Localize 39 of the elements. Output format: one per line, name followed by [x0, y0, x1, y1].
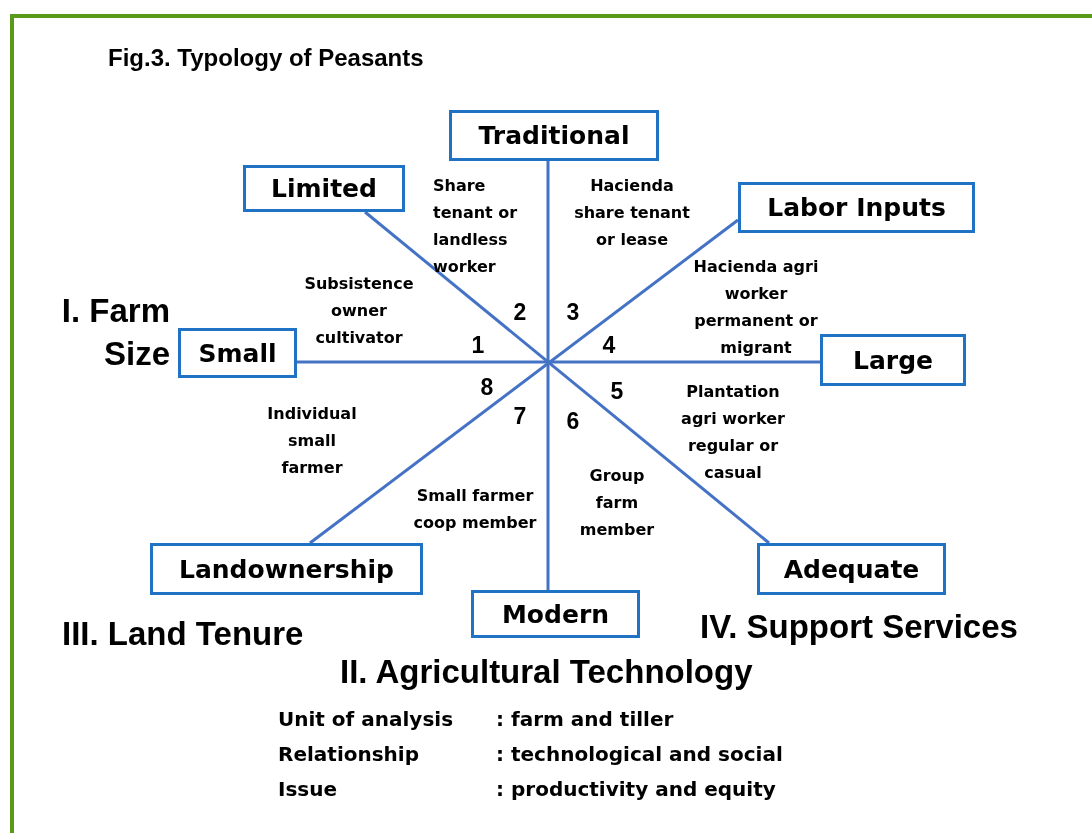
sector-number: 4	[601, 331, 617, 360]
table-cell-text: Unit of analysis	[278, 706, 454, 733]
table-cell-text: : farm and tiller	[496, 706, 674, 733]
category-box: Modern	[471, 590, 640, 638]
category-box: Limited	[243, 165, 405, 212]
axis-title: II. Agricultural Technology	[340, 652, 753, 692]
sector-text: Subsistence owner cultivator	[303, 273, 415, 349]
sector-number: 1	[470, 331, 486, 360]
sector-text: Small farmer coop member	[412, 485, 538, 534]
sector-text: Share tenant or landless worker	[433, 175, 519, 278]
sector-number: 5	[609, 377, 625, 406]
figure-title: Fig.3. Typology of Peasants	[108, 44, 424, 72]
category-box: Landownership	[150, 543, 423, 595]
axis-line	[364, 210, 770, 545]
axis-title: I. Farm Size	[60, 291, 170, 374]
category-box: Large	[820, 334, 966, 386]
axis-line	[309, 218, 739, 545]
axis-line	[297, 360, 820, 364]
sector-text: Hacienda agri worker permanent or migrant	[692, 256, 820, 359]
category-box: Labor Inputs	[738, 182, 975, 233]
sector-text: Group farm member	[578, 465, 656, 541]
axis-line	[546, 161, 550, 590]
sector-number: 2	[512, 298, 528, 327]
table-cell-text: : technological and social	[496, 741, 783, 768]
sector-number: 6	[565, 407, 581, 436]
axis-title: III. Land Tenure	[62, 614, 304, 654]
table-cell-text: Issue	[278, 776, 338, 803]
table-cell-text: : productivity and equity	[496, 776, 776, 803]
sector-number: 7	[512, 402, 528, 431]
sector-text: Hacienda share tenant or lease	[573, 175, 691, 251]
sector-number: 3	[565, 298, 581, 327]
sector-text: Plantation agri worker regular or casual	[680, 381, 786, 484]
category-box: Traditional	[449, 110, 659, 161]
sector-text: Individual small farmer	[266, 403, 358, 479]
table-cell-text: Relationship	[278, 741, 420, 768]
category-box: Small	[178, 328, 297, 378]
category-box: Adequate	[757, 543, 946, 595]
axis-title: IV. Support Services	[700, 607, 1018, 647]
sector-number: 8	[479, 373, 495, 402]
